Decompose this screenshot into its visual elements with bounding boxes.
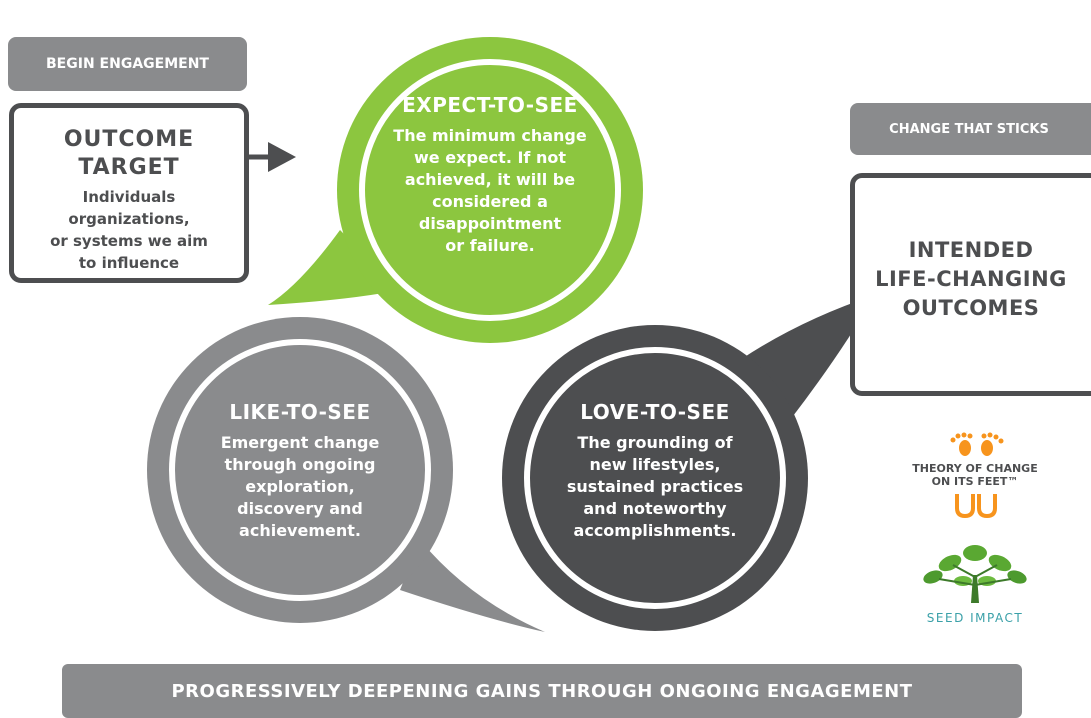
love-bubble-content: LOVE-TO-SEE The grounding of new lifesty… [535,400,775,542]
change-that-sticks-label: CHANGE THAT STICKS [850,103,1091,155]
like-title: LIKE-TO-SEE [229,400,371,424]
like-bubble-content: LIKE-TO-SEE Emergent change through ongo… [185,400,415,542]
begin-engagement-label: BEGIN ENGAGEMENT [8,37,247,91]
tree-icon [923,545,1027,603]
like-bubble-ring [169,339,431,601]
love-bubble-ring [524,347,786,609]
expect-bubble-outer [337,37,643,343]
outcome-target-body: Individuals organizations, or systems we… [50,188,208,272]
seed-impact-logo: SEED IMPACT [905,535,1045,625]
seed-impact-text: SEED IMPACT [926,611,1024,625]
expect-bubble-ring [359,59,621,321]
footer-banner: PROGRESSIVELY DEEPENING GAINS THROUGH ON… [62,664,1022,718]
expect-bubble-content: EXPECT-TO-SEE The minimum change we expe… [365,93,615,257]
love-title: LOVE-TO-SEE [580,400,730,424]
love-body: The grounding of new lifestyles, sustain… [566,433,744,540]
theory-of-change-text: THEORY OF CHANGE ON ITS FEET™ [912,462,1038,488]
like-bubble-outer [147,317,453,623]
outcome-target-title: OUTCOME TARGET [63,127,195,180]
intended-outcomes-card: INTENDED LIFE-CHANGING OUTCOMES [850,173,1091,396]
like-body: Emergent change through ongoing explorat… [220,433,380,540]
love-bubble-outer [502,325,808,631]
outcome-target-card: OUTCOME TARGET Individuals organizations… [9,103,249,283]
expect-title: EXPECT-TO-SEE [402,93,578,117]
expect-bubble-tail [268,230,400,305]
like-bubble-tail [400,540,545,632]
footprints-icon [950,432,1004,519]
arrow-head-icon [268,142,296,172]
expect-body: The minimum change we expect. If not ach… [393,126,587,255]
theory-of-change-logo: THEORY OF CHANGE ON ITS FEET™ [895,432,1055,522]
